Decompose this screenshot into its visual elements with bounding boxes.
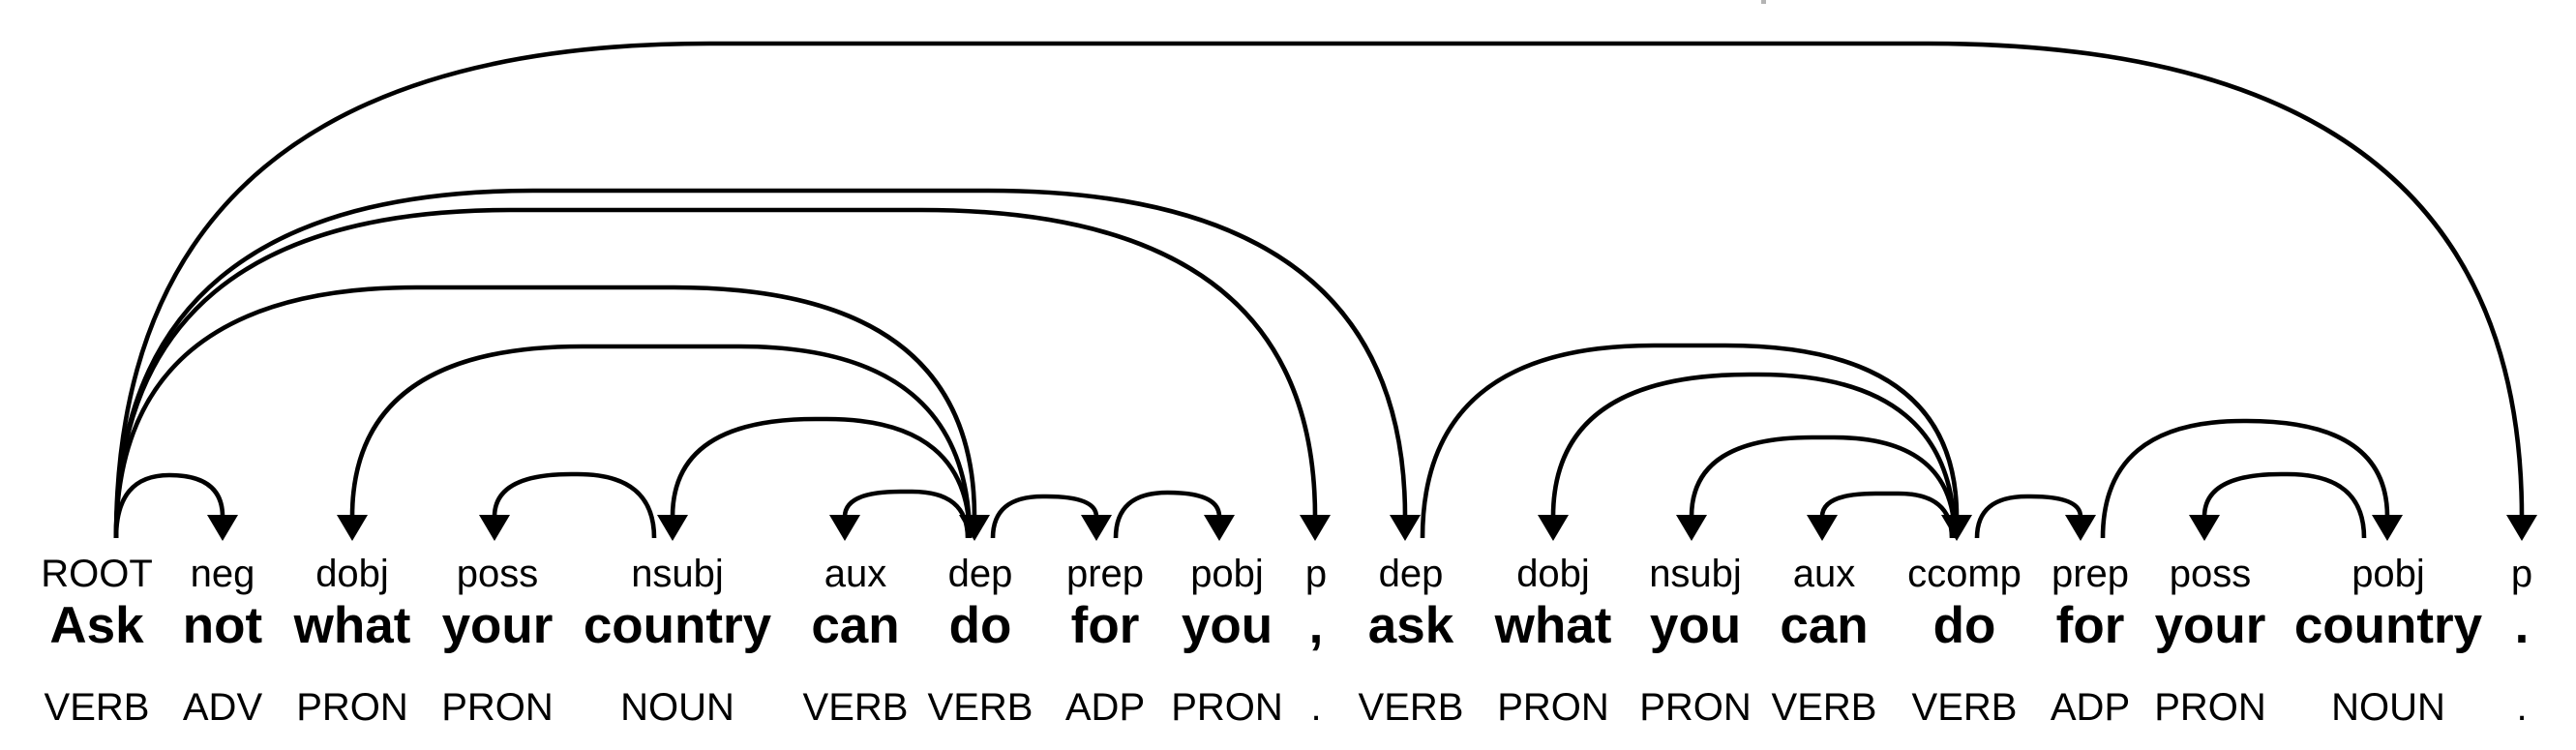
token-word-4: country (584, 597, 772, 654)
arrowhead-dobj-10 (1538, 515, 1569, 541)
token-word-11: what (1494, 597, 1612, 654)
token-word-16: your (2155, 597, 2266, 654)
token-word-8: you (1182, 597, 1273, 654)
dep-label-18-p: p (2511, 553, 2532, 595)
arrowhead-nsubj-3 (657, 515, 688, 541)
dependency-arc-dep-5 (113, 285, 977, 539)
token-word-13: can (1780, 597, 1868, 654)
pos-tag-4: NOUN (620, 686, 734, 729)
pos-tag-8: PRON (1171, 686, 1283, 729)
pos-tag-0: VERB (45, 686, 150, 729)
pos-tag-2: PRON (296, 686, 408, 729)
dep-label-3-poss: poss (457, 553, 539, 595)
arrowhead-neg-0 (207, 515, 238, 541)
stray-artifact-tick (1761, 0, 1766, 4)
token-word-15: for (2056, 597, 2125, 654)
dep-label-10-dep: dep (1379, 553, 1444, 595)
arrowhead-pobj-16 (2372, 515, 2403, 541)
pos-tag-7: ADP (1065, 686, 1145, 729)
dep-label-1-neg: neg (191, 553, 255, 595)
token-word-17: country (2294, 597, 2483, 654)
dependency-arc-nsubj-3 (670, 416, 973, 539)
arrowhead-prep-14 (2065, 515, 2096, 541)
arrowhead-nsubj-11 (1676, 515, 1707, 541)
pos-tag-13: VERB (1772, 686, 1877, 729)
arrowhead-prep-6 (1081, 515, 1112, 541)
arrowhead-poss-15 (2189, 515, 2220, 541)
pos-tag-15: ADP (2051, 686, 2130, 729)
arrowhead-pobj-7 (1204, 515, 1235, 541)
dependency-arc-poss-2 (492, 471, 657, 539)
dep-label-7-prep: prep (1066, 553, 1144, 595)
pos-tag-1: ADV (183, 686, 263, 729)
dependency-arc-pobj-16 (2100, 418, 2390, 539)
dep-label-13-aux: aux (1793, 553, 1856, 595)
token-word-7: for (1071, 597, 1140, 654)
arrowhead-aux-12 (1807, 515, 1838, 541)
dependency-arc-pobj-7 (1113, 490, 1222, 539)
arrowhead-dobj-1 (337, 515, 368, 541)
pos-tag-16: PRON (2154, 686, 2266, 729)
dep-label-14-ccomp: ccomp (1907, 553, 2022, 595)
dependency-arc-aux-4 (842, 489, 971, 539)
dep-label-2-dobj: dobj (315, 553, 389, 595)
arrowhead-p-8 (1300, 515, 1331, 541)
token-word-18: . (2515, 597, 2530, 654)
dependency-arc-poss-15 (2202, 471, 2367, 539)
dependency-arc-ccomp-13 (1420, 343, 1960, 539)
dep-label-16-poss: poss (2170, 553, 2252, 595)
token-word-3: your (442, 597, 554, 654)
pos-tag-14: VERB (1912, 686, 2018, 729)
token-word-1: not (183, 597, 262, 654)
dependency-arc-p-17 (113, 41, 2525, 539)
dep-label-4-nsubj: nsubj (631, 553, 724, 595)
dependency-arc-prep-14 (1974, 494, 2083, 539)
dep-label-15-prep: prep (2052, 553, 2129, 595)
dependency-arc-nsubj-11 (1689, 435, 1958, 539)
dependency-arc-dobj-1 (349, 344, 973, 539)
dependency-arc-prep-6 (990, 494, 1099, 539)
dep-label-9-p: p (1305, 553, 1327, 595)
dep-label-11-dobj: dobj (1516, 553, 1590, 595)
dep-label-0-ROOT: ROOT (41, 553, 153, 595)
pos-tag-5: VERB (803, 686, 909, 729)
pos-tag-9: . (1310, 686, 1321, 729)
token-word-12: you (1650, 597, 1741, 654)
dependency-arc-neg-0 (113, 472, 225, 539)
pos-tag-18: . (2516, 686, 2527, 729)
pos-tag-17: NOUN (2331, 686, 2445, 729)
token-word-10: ask (1368, 597, 1454, 654)
token-word-14: do (1933, 597, 1996, 654)
dependency-arc-p-8 (113, 207, 1318, 539)
dependency-arc-dobj-10 (1550, 372, 1958, 539)
arrowhead-p-17 (2506, 515, 2537, 541)
pos-tag-11: PRON (1497, 686, 1609, 729)
pos-tag-10: VERB (1359, 686, 1464, 729)
pos-tag-6: VERB (928, 686, 1033, 729)
pos-tag-3: PRON (441, 686, 554, 729)
dep-label-8-pobj: pobj (1190, 553, 1264, 595)
token-word-5: can (811, 597, 899, 654)
dep-label-6-dep: dep (948, 553, 1013, 595)
pos-tag-12: PRON (1639, 686, 1752, 729)
arrowhead-dep-5 (959, 515, 990, 541)
token-word-2: what (293, 597, 411, 654)
arrowhead-aux-4 (829, 515, 860, 541)
arrowhead-ccomp-13 (1941, 515, 1972, 541)
dep-label-5-aux: aux (824, 553, 887, 595)
token-word-0: Ask (49, 597, 144, 654)
arrowhead-poss-2 (479, 515, 510, 541)
dep-label-17-pobj: pobj (2351, 553, 2425, 595)
dep-label-12-nsubj: nsubj (1649, 553, 1742, 595)
token-word-6: do (949, 597, 1012, 654)
dependency-arc-dep-9 (113, 188, 1408, 539)
arrowhead-dep-9 (1390, 515, 1421, 541)
token-word-9: , (1309, 597, 1324, 654)
